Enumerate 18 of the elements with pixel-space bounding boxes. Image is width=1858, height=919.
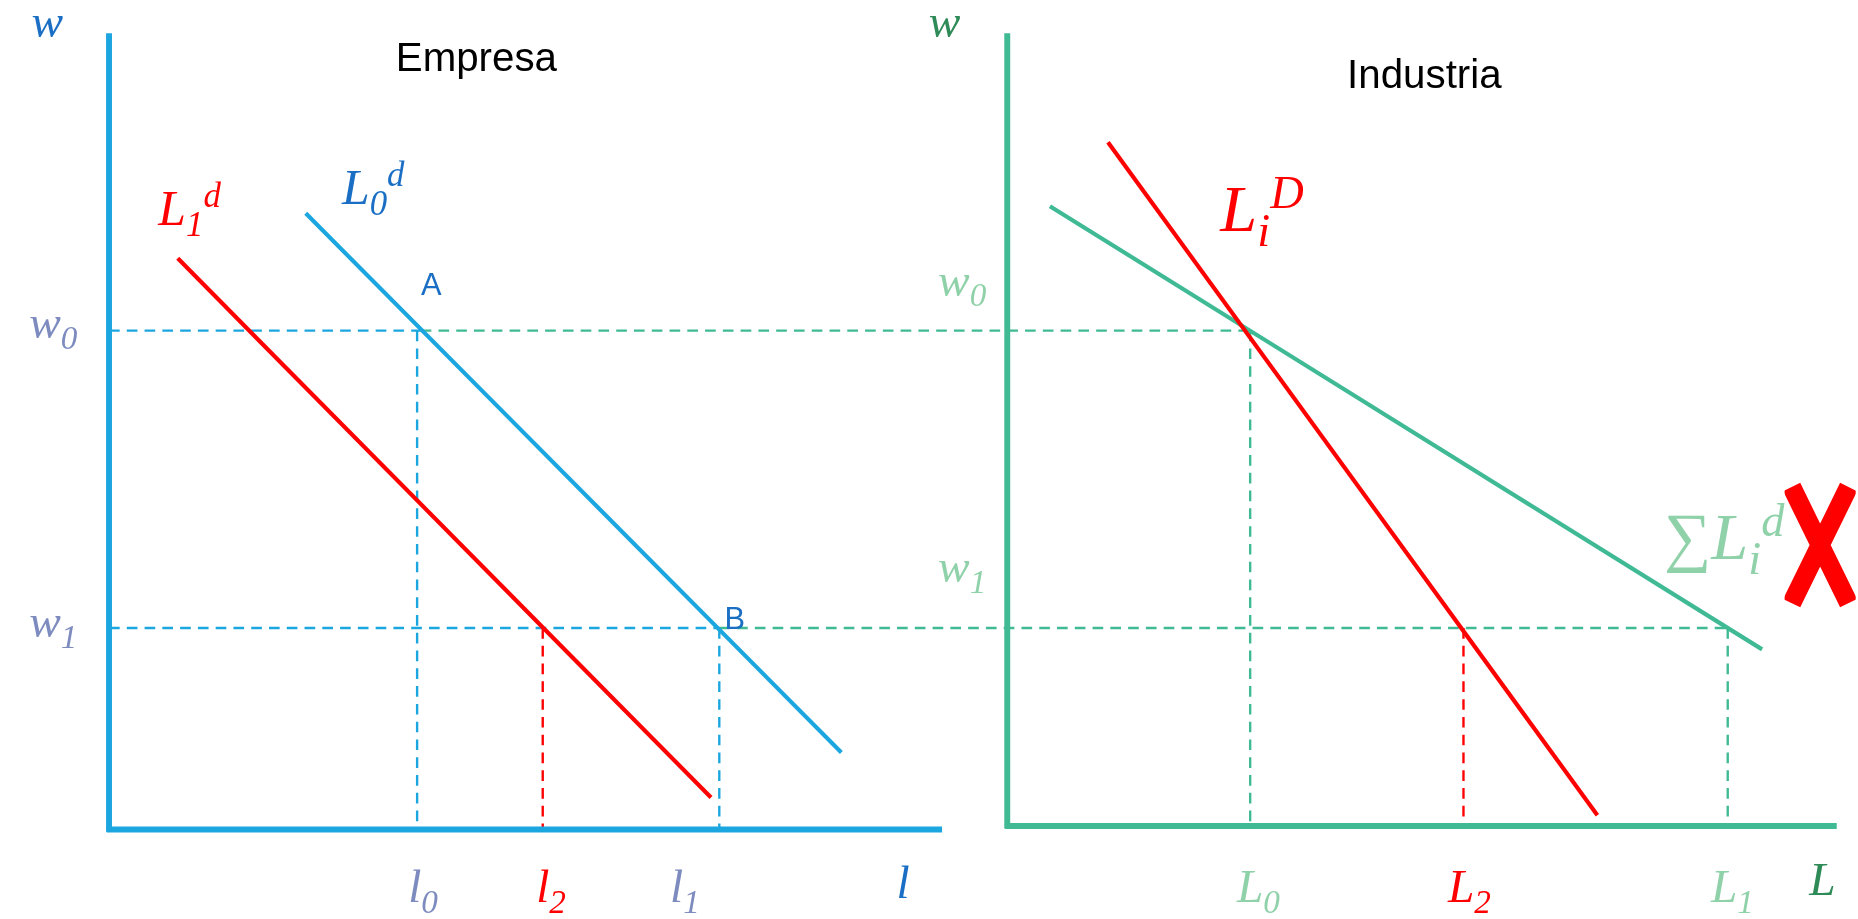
point-label: A: [421, 269, 442, 300]
axis-label: l: [896, 859, 910, 907]
point-label: B: [724, 603, 745, 634]
tick-label: l$_{2}$: [536, 863, 566, 919]
tick-label: l$_{0}$: [408, 863, 438, 919]
panel-title: Empresa: [395, 36, 557, 77]
tick-label: w$_{0}$: [938, 256, 987, 313]
tick-label: w$_{1}$: [938, 543, 987, 599]
tick-label: w$_{0}$: [29, 299, 78, 355]
tick-label: l$_{1}$: [670, 863, 700, 919]
tick-label: L$_{1}$: [1711, 863, 1754, 919]
tick-label: L$_{0}$: [1237, 863, 1280, 919]
axis-label: w: [928, 0, 961, 46]
tick-label: w$_{1}$: [29, 597, 78, 654]
panel-title: Industria: [1347, 53, 1502, 94]
tick-label: L$_{2}$: [1447, 863, 1491, 919]
axis-label: L: [1809, 855, 1836, 903]
axis-label: w: [31, 0, 64, 46]
